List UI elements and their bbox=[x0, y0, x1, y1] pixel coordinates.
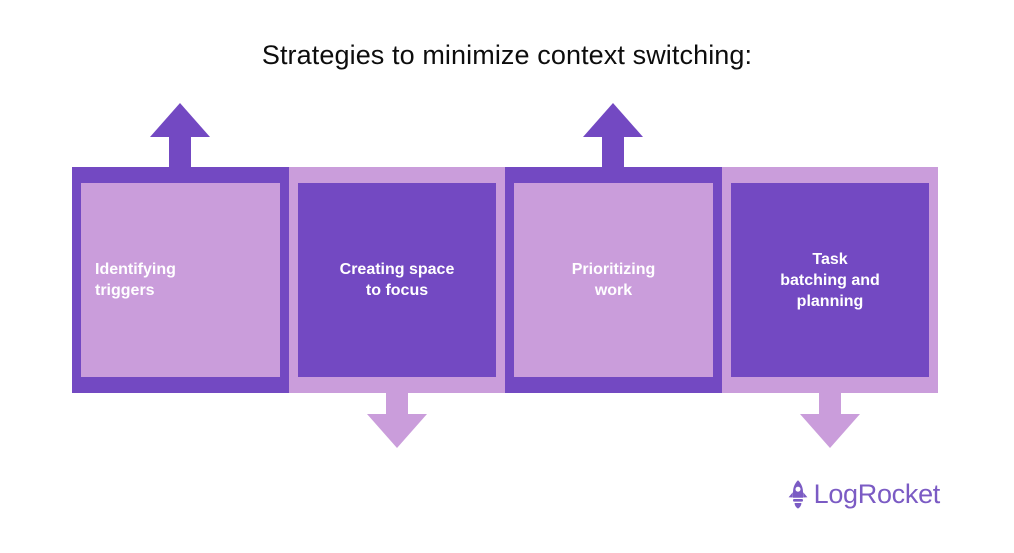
step-label-3: Prioritizing work bbox=[571, 261, 656, 299]
step-label-2: Creating space to focus bbox=[339, 261, 455, 299]
step-box-3[interactable]: Prioritizing work bbox=[505, 174, 722, 386]
arrow-shaft bbox=[169, 133, 191, 167]
arrow-head-icon bbox=[367, 414, 427, 448]
step-label-4: Task batching and planning bbox=[780, 250, 880, 310]
step-box-4[interactable]: Task batching and planning bbox=[722, 174, 938, 386]
step-box-2[interactable]: Creating space to focus bbox=[289, 174, 505, 386]
logo-wordmark: LogRocket bbox=[813, 478, 941, 509]
rocket-icon bbox=[788, 480, 808, 509]
arrow-shaft bbox=[819, 392, 841, 418]
logrocket-logo: LogRocket bbox=[785, 479, 940, 509]
step-label-1: Identifying triggers bbox=[95, 261, 176, 299]
process-band: Identifying triggers Creating space to f… bbox=[72, 167, 938, 393]
arrow-head-icon bbox=[583, 103, 643, 137]
arrow-shaft bbox=[386, 392, 408, 418]
arrow-shaft bbox=[602, 133, 624, 167]
page-title: Strategies to minimize context switching… bbox=[261, 40, 753, 70]
arrow-head-icon bbox=[150, 103, 210, 137]
step-box-1[interactable]: Identifying triggers bbox=[72, 174, 289, 386]
arrow-head-icon bbox=[800, 414, 860, 448]
